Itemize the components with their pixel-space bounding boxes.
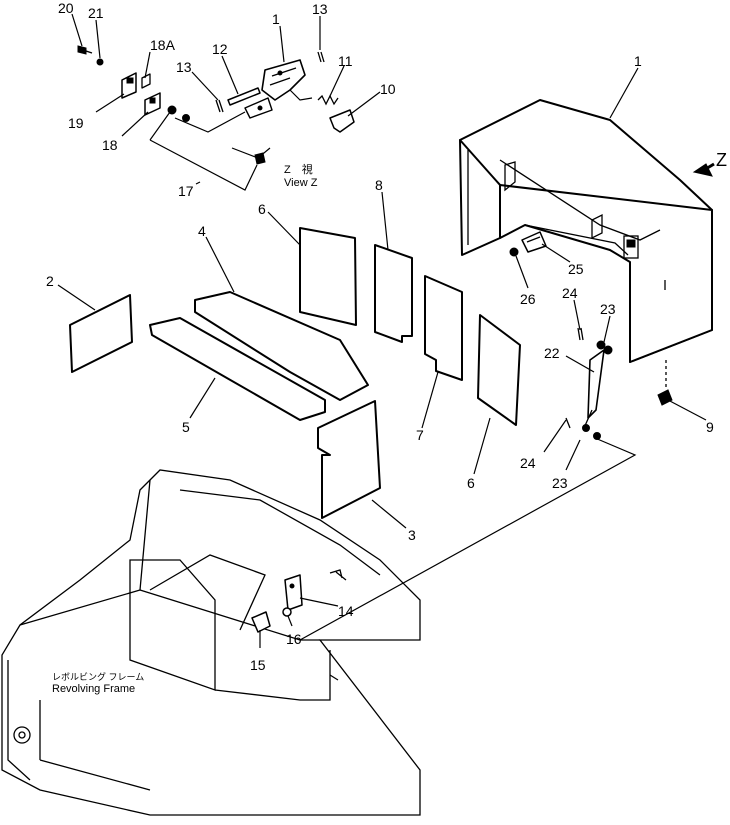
panel-8 (374, 244, 413, 343)
callout-13b: 13 (312, 1, 328, 17)
gas-strut (565, 327, 613, 440)
panel-5 (149, 317, 326, 421)
panel-6-left (299, 227, 357, 326)
callout-18a: 18A (150, 37, 176, 53)
panel-7 (424, 275, 463, 381)
leader-lines (57, 13, 707, 648)
panel-4 (194, 291, 369, 401)
callout-18: 18 (102, 137, 118, 153)
callout-10: 10 (380, 81, 396, 97)
washer-26 (509, 247, 519, 257)
callout-2: 2 (46, 273, 54, 289)
panel-2 (69, 294, 133, 373)
view-z-jp: Z 視 (284, 162, 313, 176)
callout-26: 26 (520, 291, 536, 307)
callout-17: 17 (178, 183, 194, 199)
hinge-bracket (251, 569, 347, 633)
view-z-en: View Z (284, 177, 318, 189)
panel-3 (317, 400, 381, 519)
callout-25: 25 (568, 261, 584, 277)
arrow-z-label: Z (716, 150, 727, 170)
callout-19: 19 (68, 115, 84, 131)
callout-24b: 24 (520, 455, 536, 471)
callout-6b: 6 (467, 475, 475, 491)
frame-label-en: Revolving Frame (52, 683, 135, 695)
callout-6a: 6 (258, 201, 266, 217)
callout-1a: 1 (272, 11, 280, 27)
callout-7: 7 (416, 427, 424, 443)
hood-cover (459, 99, 713, 363)
callout-20: 20 (58, 0, 74, 16)
callout-11: 11 (338, 53, 353, 69)
callout-9: 9 (706, 419, 714, 435)
view-z-arrow (692, 162, 715, 177)
callout-16: 16 (286, 631, 302, 647)
callout-22: 22 (544, 345, 560, 361)
callout-23a: 23 (600, 301, 616, 317)
nut-9 (657, 389, 673, 406)
callout-15: 15 (250, 657, 266, 673)
latch-assembly (77, 45, 355, 191)
callout-5: 5 (182, 419, 190, 435)
callout-8: 8 (375, 177, 383, 193)
bolt-25 (521, 231, 547, 253)
callout-21: 21 (88, 5, 104, 21)
callout-24a: 24 (562, 285, 578, 301)
callout-1b: 1 (634, 53, 642, 69)
revolving-frame (1, 469, 421, 816)
callout-14: 14 (338, 603, 354, 619)
callout-12: 12 (212, 41, 228, 57)
callout-labels: 20 21 18A 19 18 12 13 1 13 11 10 17 1 6 … (46, 0, 714, 673)
callout-3: 3 (408, 527, 416, 543)
callout-4: 4 (198, 223, 206, 239)
callout-23b: 23 (552, 475, 568, 491)
panel-6-right (477, 314, 521, 426)
callout-13a: 13 (176, 59, 192, 75)
frame-label-jp: レボルビング フレーム (52, 671, 144, 682)
